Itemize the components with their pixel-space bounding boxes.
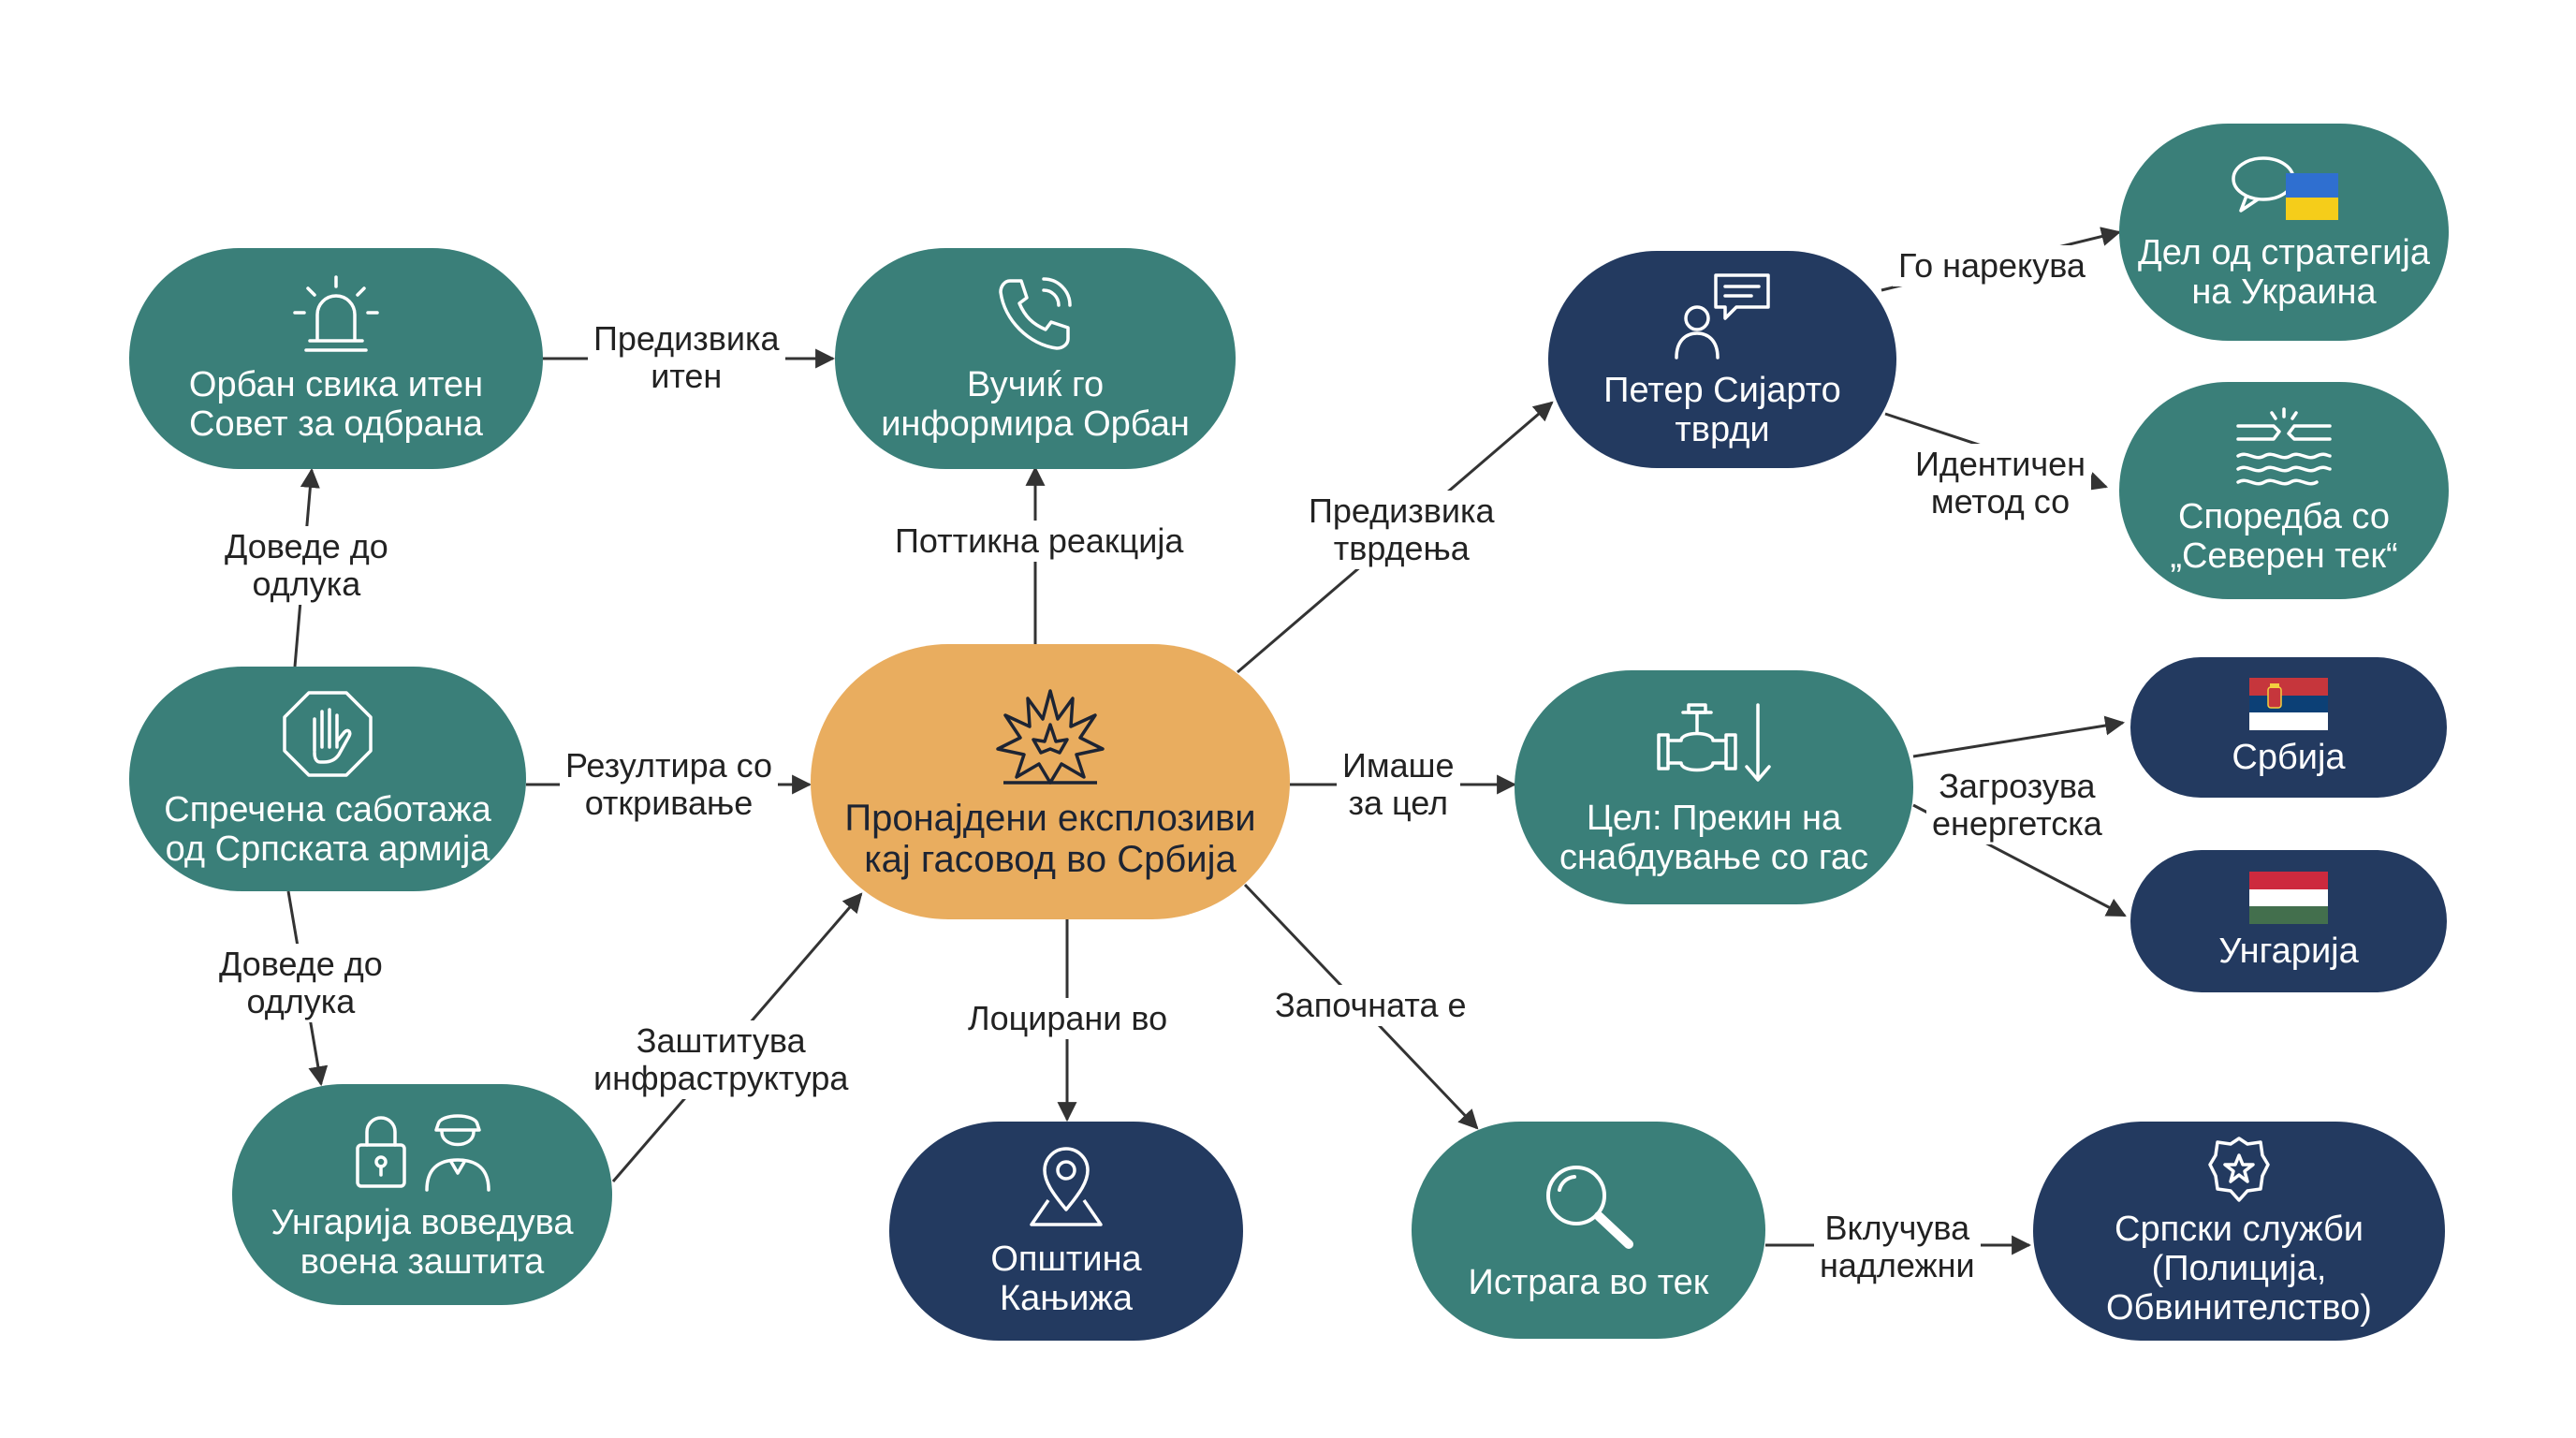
node-label-line: Унгарија xyxy=(2218,932,2359,971)
edge-label-line: Го нарекува xyxy=(1898,246,2086,285)
node-label-line: на Украина xyxy=(2191,272,2377,312)
node-vucic-informs[interactable]: Вучиќ го информира Орбан xyxy=(835,248,1236,469)
node-serbian-services[interactable]: Српски служби (Полиција, Обвинителство) xyxy=(2033,1122,2445,1341)
edge-goal-serbia xyxy=(1912,715,2126,758)
node-label-line: Кањижа xyxy=(1000,1279,1133,1318)
edge-label-line: Доведе до xyxy=(225,527,388,565)
edge-label-szijjarto-ukraine: Го нарекува xyxy=(1893,245,2091,286)
pipe-valve-icon xyxy=(1657,703,1771,782)
node-label-line: Пронајдени експлозиви xyxy=(844,798,1256,839)
node-hungary-military-protection[interactable]: Унгарија воведува воена заштита xyxy=(232,1084,612,1305)
person-speech-icon xyxy=(1675,273,1770,360)
edge-label-goal-countries: Загрозува енергетска xyxy=(1926,766,2108,844)
broken-pipe-water-icon xyxy=(2236,407,2332,486)
node-label-line: кај гасовод во Србија xyxy=(864,839,1237,880)
edge-label-line: Имаше xyxy=(1342,746,1455,785)
edge-label-line: одлука xyxy=(246,982,356,1020)
edge-label-line: метод со xyxy=(1930,482,2071,521)
edge-label-line: одлука xyxy=(252,565,361,603)
speech-bubble-flag-icon xyxy=(2232,156,2338,220)
edge-label-line: Лоцирани во xyxy=(968,999,1168,1037)
node-label-line: Обвинителство) xyxy=(2106,1288,2372,1328)
edge-label-szijjarto-nordstream: Идентичен метод со xyxy=(1910,444,2092,522)
edge-label-center-szijjarto: Предизвика тврдења xyxy=(1303,491,1500,569)
node-label-line: Орбан свика итен xyxy=(188,365,484,404)
edge-label-line: надлежни xyxy=(1820,1246,1975,1284)
edge-label-center-kanjiza: Лоцирани во xyxy=(962,998,1174,1039)
edge-label-line: Вклучува xyxy=(1824,1209,1970,1247)
map-pin-icon xyxy=(1030,1147,1103,1226)
edge-label-center-goal: Имаше за цел xyxy=(1337,745,1460,824)
node-explosives-found[interactable]: Пронајдени експлозиви кај гасовод во Срб… xyxy=(811,644,1290,919)
node-label-line: снабдување со гас xyxy=(1559,838,1869,877)
node-label-line: тврди xyxy=(1675,410,1770,449)
edge-label-orban-vucic: Предизвика итен xyxy=(588,318,785,397)
node-ukraine-strategy[interactable]: Дел од стратегија на Украина xyxy=(2119,124,2449,341)
node-orban-council[interactable]: Орбан свика итен Совет за одбрана xyxy=(129,248,543,469)
node-label-line: Вучиќ го xyxy=(966,365,1105,404)
edge-label-line: Резултира со xyxy=(565,746,773,785)
node-szijjarto-claims[interactable]: Петер Сијарто тврди xyxy=(1548,251,1896,468)
edge-label-hungary-mil-center: Заштитува инфраструктура xyxy=(588,1020,855,1099)
siren-icon xyxy=(293,275,379,352)
edge-label-center-investigation: Започната е xyxy=(1269,985,1472,1026)
edge-label-sabotage-hungary-mil: Доведе до одлука xyxy=(213,944,388,1022)
phone-icon xyxy=(999,277,1072,350)
node-label-line: Унгарија воведува xyxy=(271,1203,574,1242)
edge-label-line: инфраструктура xyxy=(593,1059,849,1097)
edge-label-line: откривање xyxy=(584,784,754,822)
node-label-line: Општина xyxy=(990,1240,1142,1279)
node-sabotage-prevented[interactable]: Спречена саботажа од Српската армија xyxy=(129,667,526,891)
edge-label-sabotage-center: Резултира со откривање xyxy=(560,745,779,824)
edge-label-investigation-services: Вклучува надлежни xyxy=(1814,1208,1981,1286)
edge-label-line: Загрозува xyxy=(1939,767,2096,805)
magnifier-icon xyxy=(1546,1166,1633,1249)
node-label-line: Петер Сијарто xyxy=(1603,371,1841,410)
hungary-flag-icon xyxy=(2249,872,2328,924)
edge-label-line: Доведе до xyxy=(219,945,383,983)
node-label-line: воена заштита xyxy=(300,1242,545,1282)
serbia-flag-icon xyxy=(2249,678,2328,730)
edge-label-line: за цел xyxy=(1348,784,1449,822)
node-label-line: Цел: Прекин на xyxy=(1586,799,1842,838)
edge-label-line: Заштитува xyxy=(636,1021,806,1060)
lock-soldier-icon xyxy=(356,1114,490,1192)
node-label-line: „Северен тек“ xyxy=(2170,536,2398,576)
node-nordstream-comparison[interactable]: Споредба со „Северен тек“ xyxy=(2119,382,2449,599)
node-label-line: Србија xyxy=(2232,738,2346,777)
edge-label-line: енергетска xyxy=(1932,804,2102,843)
edge-label-center-vucic: Поттикна реакција xyxy=(889,521,1190,562)
node-label-line: Српски служби xyxy=(2115,1210,2364,1249)
node-label-line: информира Орбан xyxy=(881,404,1190,444)
node-investigation[interactable]: Истрага во тек xyxy=(1412,1122,1765,1339)
edge-label-line: Поттикна реакција xyxy=(895,521,1184,560)
node-label-line: Спречена саботажа xyxy=(164,790,491,829)
explosion-icon xyxy=(996,689,1105,785)
node-label-line: Споредба со xyxy=(2178,497,2390,536)
node-hungary[interactable]: Унгарија xyxy=(2130,850,2447,992)
node-serbia[interactable]: Србија xyxy=(2130,657,2447,798)
node-label-line: (Полиција, xyxy=(2151,1249,2327,1288)
node-kanjiza[interactable]: Општина Кањижа xyxy=(889,1122,1243,1341)
node-goal-gas-interruption[interactable]: Цел: Прекин на снабдување со гас xyxy=(1515,670,1913,904)
node-label-line: Совет за одбрана xyxy=(189,404,483,444)
edge-label-line: итен xyxy=(651,357,723,395)
edge-label-line: Предизвика xyxy=(593,319,780,358)
stop-hand-icon xyxy=(283,691,373,777)
node-label-line: Истрага во тек xyxy=(1468,1263,1709,1302)
edge-label-line: Идентичен xyxy=(1915,445,2086,483)
edge-label-line: тврдења xyxy=(1333,529,1470,567)
police-badge-icon xyxy=(2208,1137,2270,1202)
edge-label-sabotage-orban: Доведе до одлука xyxy=(219,526,394,605)
edge-label-line: Предизвика xyxy=(1309,492,1495,530)
edge-label-line: Започната е xyxy=(1275,986,1467,1024)
node-label-line: од Српската армија xyxy=(165,829,490,869)
node-label-line: Дел од стратегија xyxy=(2138,233,2430,272)
